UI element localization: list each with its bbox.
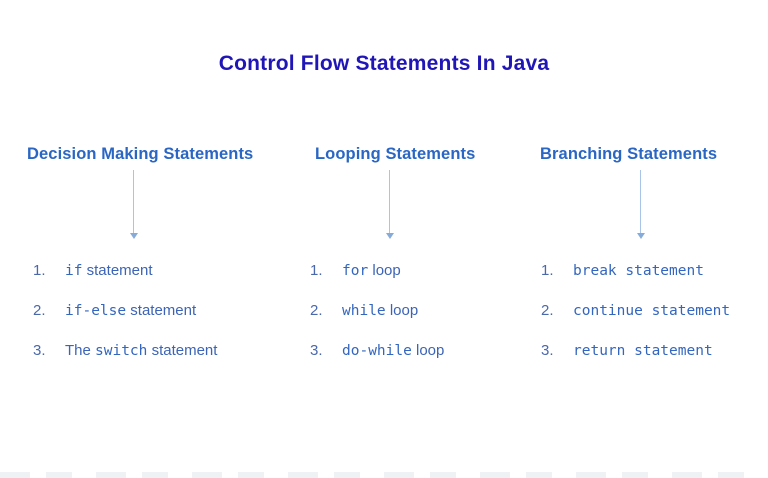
code-text: for	[342, 262, 369, 279]
item-text: return statement	[573, 342, 713, 359]
list-decision-making: 1. if statement 2. if-else statement 3. …	[33, 250, 217, 370]
item-text: continue statement	[573, 302, 730, 319]
list-item: 3. do-while loop	[310, 330, 444, 370]
arrow-head	[637, 233, 645, 239]
plain-text: statement	[147, 341, 218, 359]
item-text: while loop	[342, 302, 418, 319]
item-text: if-else statement	[65, 302, 196, 319]
item-text: The switch statement	[65, 342, 217, 359]
item-number: 1.	[541, 261, 554, 279]
plain-text: loop	[411, 341, 445, 359]
item-number: 3.	[33, 341, 46, 359]
item-number: 1.	[310, 261, 323, 279]
item-text: do-while loop	[342, 342, 444, 359]
list-item: 2. while loop	[310, 290, 444, 330]
arrow-line	[133, 170, 134, 234]
code-text: switch	[95, 342, 148, 359]
list-branching: 1. break statement 2. continue statement…	[541, 250, 730, 370]
code-text: break statement	[573, 262, 704, 279]
arrow-line	[640, 170, 641, 234]
arrow-head	[386, 233, 394, 239]
code-text: return statement	[573, 342, 713, 359]
plain-text: The	[65, 341, 96, 359]
list-looping: 1. for loop 2. while loop 3. do-while lo…	[310, 250, 444, 370]
code-text: if	[65, 262, 83, 279]
item-number: 2.	[33, 301, 46, 319]
item-number: 2.	[541, 301, 554, 319]
column-heading-looping: Looping Statements	[315, 145, 476, 163]
item-number: 1.	[33, 261, 46, 279]
list-item: 2. continue statement	[541, 290, 730, 330]
down-arrow-icon	[636, 170, 645, 240]
down-arrow-icon	[129, 170, 138, 240]
arrow-line	[389, 170, 390, 234]
plain-text: loop	[385, 301, 419, 319]
list-item: 3. return statement	[541, 330, 730, 370]
item-text: for loop	[342, 262, 401, 279]
item-text: if statement	[65, 262, 153, 279]
item-number: 2.	[310, 301, 323, 319]
down-arrow-icon	[385, 170, 394, 240]
code-text: if-else	[65, 302, 127, 319]
list-item: 1. for loop	[310, 250, 444, 290]
plain-text: statement	[82, 261, 153, 279]
list-item: 2. if-else statement	[33, 290, 217, 330]
code-text: do-while	[342, 342, 412, 359]
plain-text: statement	[126, 301, 197, 319]
arrow-head	[130, 233, 138, 239]
cropped-text-artifact	[0, 472, 768, 478]
plain-text: loop	[368, 261, 401, 279]
code-text: while	[342, 302, 386, 319]
list-item: 3. The switch statement	[33, 330, 217, 370]
item-number: 3.	[541, 341, 554, 359]
code-text: continue statement	[573, 302, 731, 319]
list-item: 1. if statement	[33, 250, 217, 290]
item-text: break statement	[573, 262, 704, 279]
column-heading-branching: Branching Statements	[540, 145, 718, 163]
column-heading-decision-making: Decision Making Statements	[27, 145, 254, 163]
list-item: 1. break statement	[541, 250, 730, 290]
item-number: 3.	[310, 341, 323, 359]
diagram-title: Control Flow Statements In Java	[218, 52, 550, 75]
